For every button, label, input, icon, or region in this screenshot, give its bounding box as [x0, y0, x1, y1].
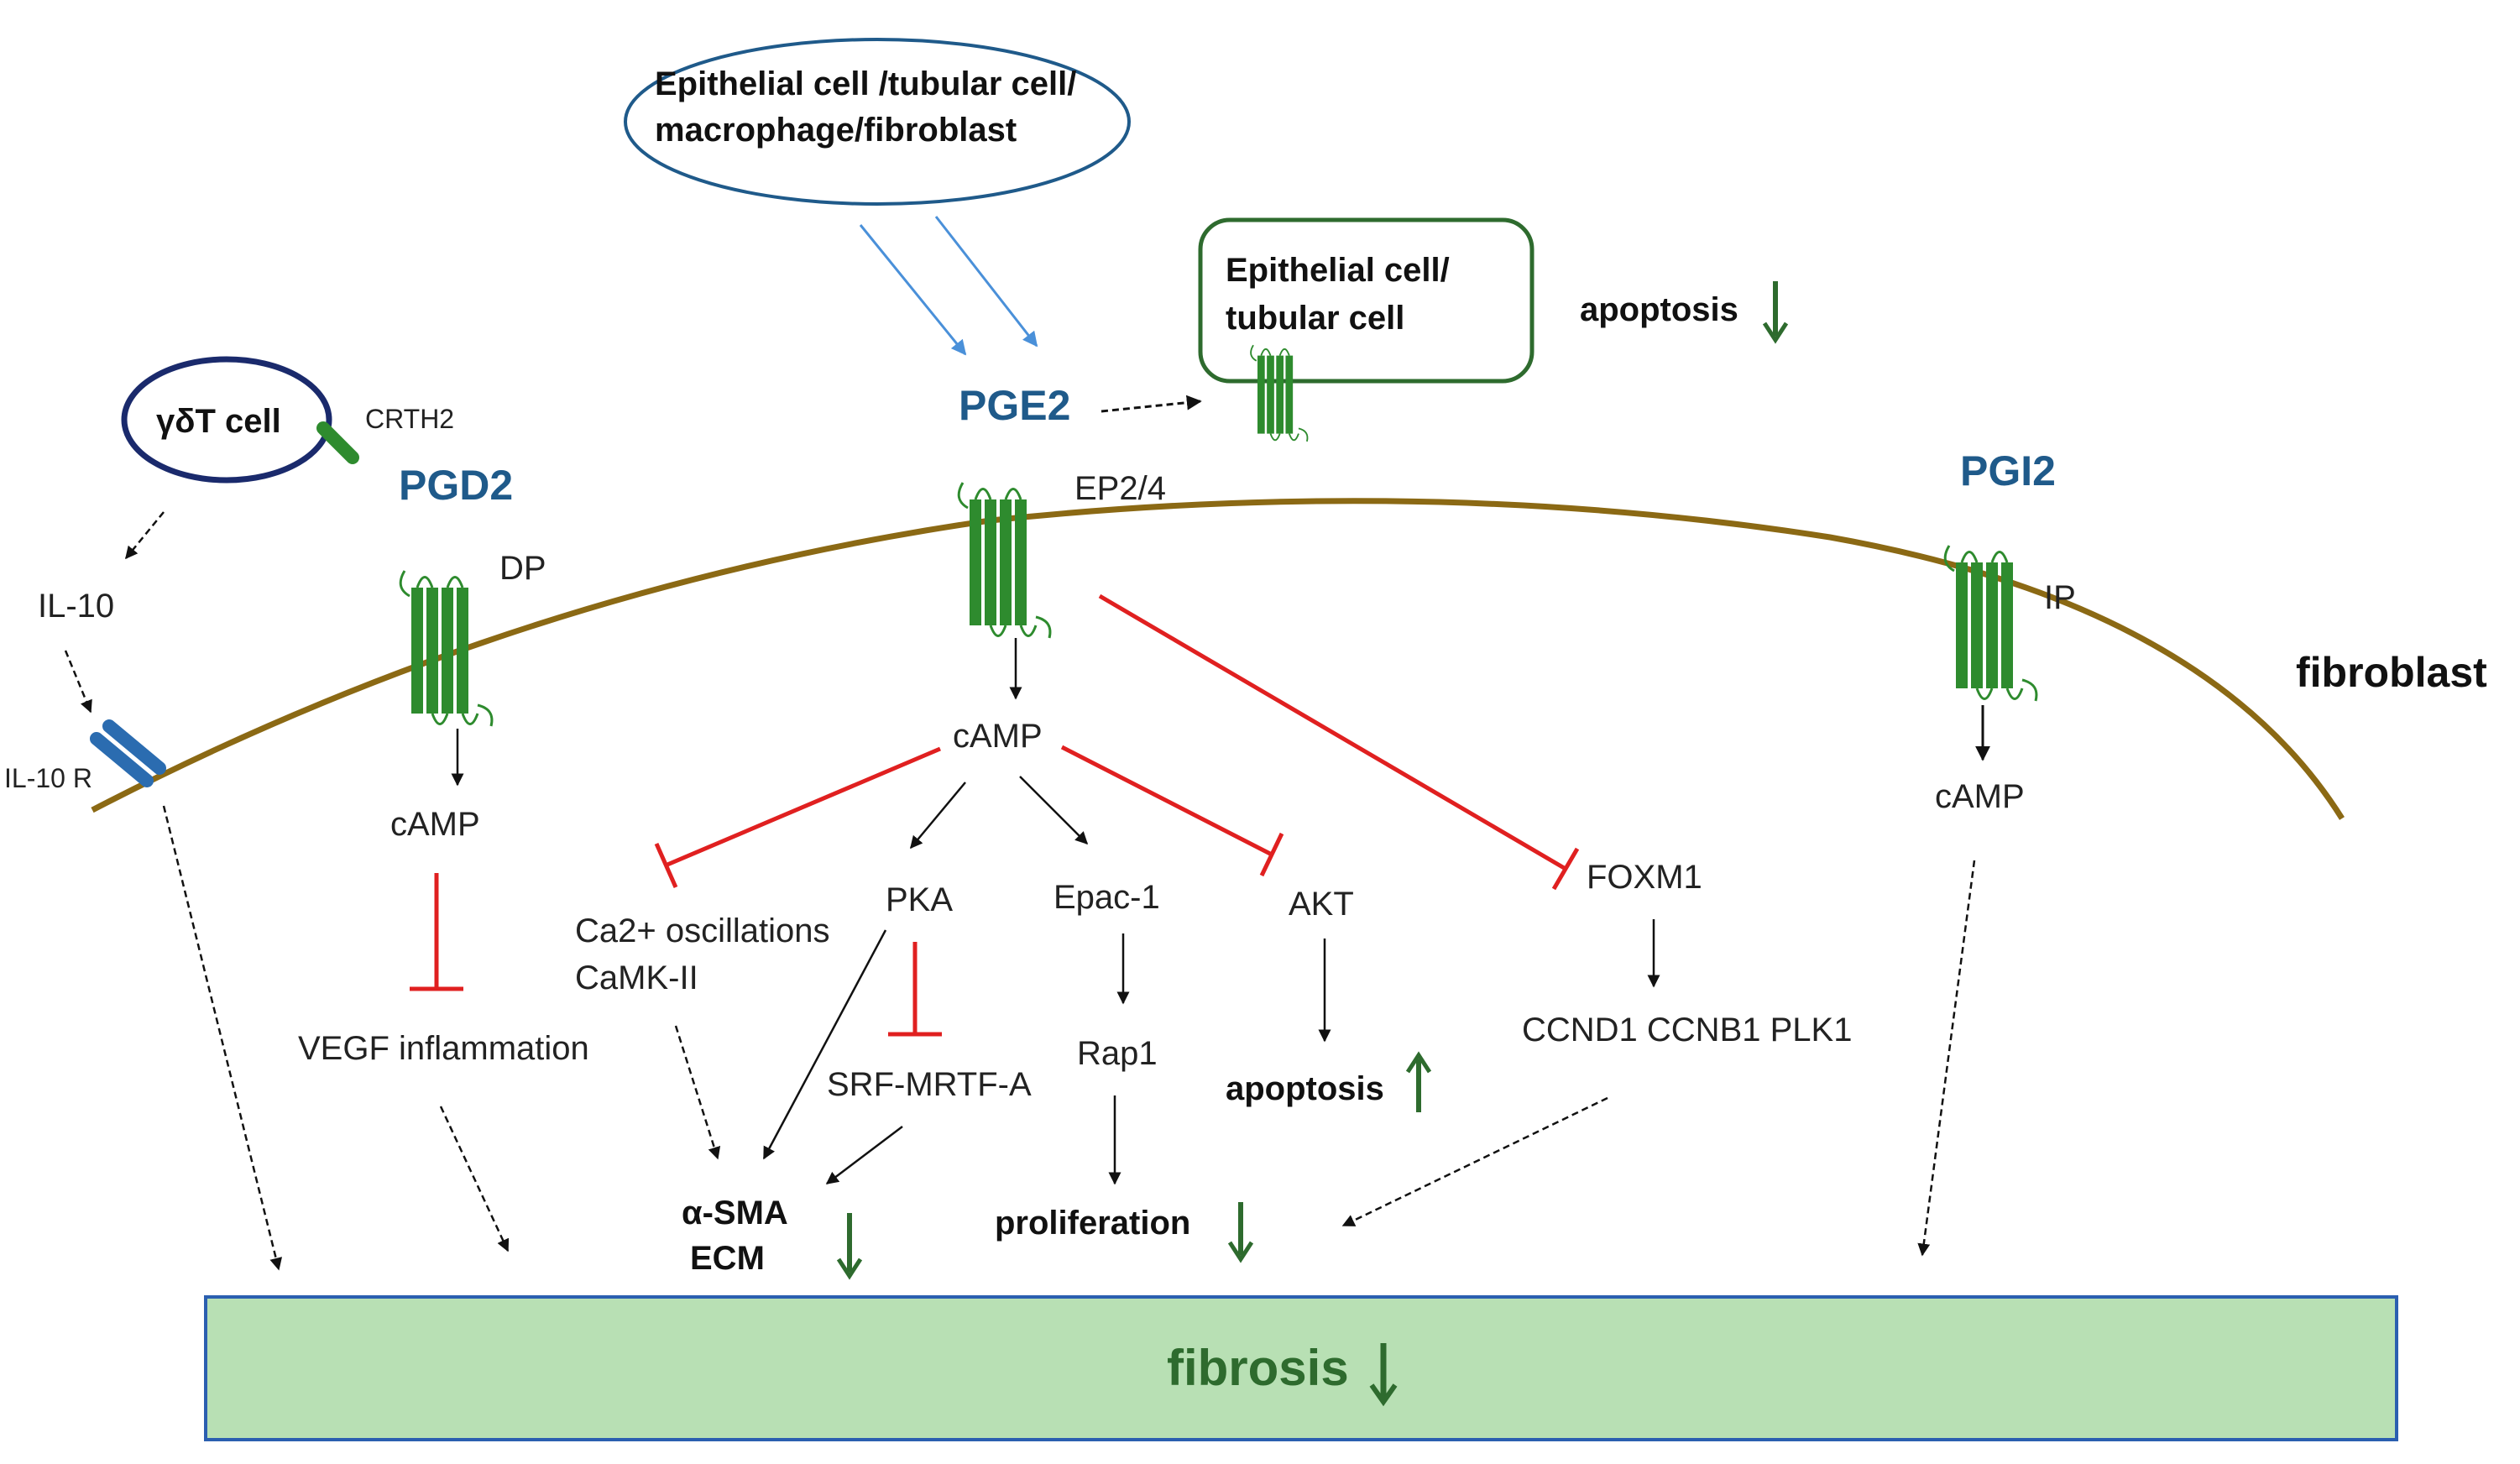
epac-label: Epac-1 — [1053, 879, 1160, 916]
il10r-label: IL-10 R — [4, 763, 92, 793]
il10-to-r-arrow — [64, 650, 92, 714]
camp-to-epac-arrow — [1019, 776, 1089, 845]
dp-label: DP — [499, 550, 546, 587]
pgd2-label: PGD2 — [399, 462, 513, 509]
ep-to-foxm1-inhibit — [1098, 593, 1580, 891]
ca-to-asma-arrow — [674, 1025, 721, 1160]
pka-to-asma-arrow — [762, 929, 887, 1160]
fibrosis-down-arrow — [1369, 1343, 1398, 1407]
source-cell-label-1: Epithelial cell /tubular cell/ — [655, 65, 1076, 102]
vegf-label: VEGF inflammation — [298, 1030, 589, 1067]
ep-label: EP2/4 — [1074, 470, 1166, 507]
source-cell — [624, 38, 1131, 206]
gdt-to-il10-arrow — [125, 511, 165, 560]
crth2-receptor — [316, 421, 359, 464]
target-cell-label-2: tubular cell — [1226, 300, 1404, 337]
camp-ip-to-fibrosis-arrow — [1917, 860, 1976, 1257]
apoptosis-fib-label: apoptosis — [1226, 1070, 1384, 1107]
fibroblast-label: fibroblast — [2296, 649, 2487, 696]
camp-to-akt-inhibit — [1060, 745, 1284, 877]
fibrosis-box — [204, 1295, 2398, 1441]
vegf-to-fibrosis-arrow — [439, 1106, 510, 1252]
blue-arrow-1 — [859, 224, 967, 356]
apoptosis-epi-label: apoptosis — [1580, 291, 1738, 328]
ip-receptor — [1943, 545, 2038, 702]
dp-receptor — [399, 570, 494, 727]
gd-t-cell — [121, 356, 332, 484]
ccnd-to-proliferation-arrow — [1341, 1096, 1608, 1227]
apoptosis-epi-down-arrow — [1762, 281, 1789, 344]
rap1-label: Rap1 — [1077, 1035, 1158, 1072]
il10-receptor — [90, 719, 166, 787]
foxm1-label: FOXM1 — [1587, 859, 1702, 896]
srf-to-asma-arrow — [825, 1126, 903, 1184]
il10r-to-fibrosis-arrow — [162, 805, 283, 1271]
camp-dp-inhibit — [410, 873, 463, 991]
source-cell-label-2: macrophage/fibroblast — [655, 112, 1017, 149]
ip-label: IP — [2044, 579, 2076, 616]
camp-to-ca-inhibit — [654, 746, 941, 889]
crth2-label: CRTH2 — [365, 404, 454, 434]
apoptosis-fib-up-arrow — [1405, 1051, 1432, 1112]
blue-arrow-2 — [934, 216, 1038, 348]
epi-receptor — [1250, 344, 1309, 442]
pge2-label: PGE2 — [959, 382, 1070, 429]
ecm-label: ECM — [690, 1240, 765, 1277]
akt-label: AKT — [1289, 886, 1354, 923]
asma-label: α-SMA — [682, 1195, 788, 1231]
target-cell — [1198, 217, 1534, 384]
pge2-to-epi-arrow — [1101, 395, 1202, 413]
proliferation-down-arrow — [1227, 1202, 1254, 1263]
ca-label-2: CaMK-II — [575, 959, 698, 996]
camp-ip-label: cAMP — [1935, 778, 2025, 815]
il10-label: IL-10 — [38, 588, 114, 625]
ep-receptor — [957, 482, 1052, 639]
proliferation-label: proliferation — [995, 1205, 1190, 1242]
camp-dp-label: cAMP — [390, 806, 480, 843]
camp-to-pka-arrow — [910, 782, 966, 850]
pka-to-srf-inhibit — [888, 942, 942, 1037]
ca-label-1: Ca2+ oscillations — [575, 912, 830, 949]
ccnd-label: CCND1 CCNB1 PLK1 — [1522, 1012, 1852, 1048]
pka-label: PKA — [886, 881, 953, 918]
fibroblast-membrane — [91, 498, 2345, 820]
asma-down-arrow — [836, 1213, 863, 1280]
target-cell-label-1: Epithelial cell/ — [1226, 252, 1450, 289]
srf-label: SRF-MRTF-A — [827, 1066, 1032, 1103]
pgi2-label: PGI2 — [1960, 447, 2056, 494]
fibrosis-label: fibrosis — [1167, 1340, 1349, 1396]
gd-t-cell-label: γδT cell — [156, 403, 281, 440]
camp-ep-label: cAMP — [953, 718, 1043, 755]
